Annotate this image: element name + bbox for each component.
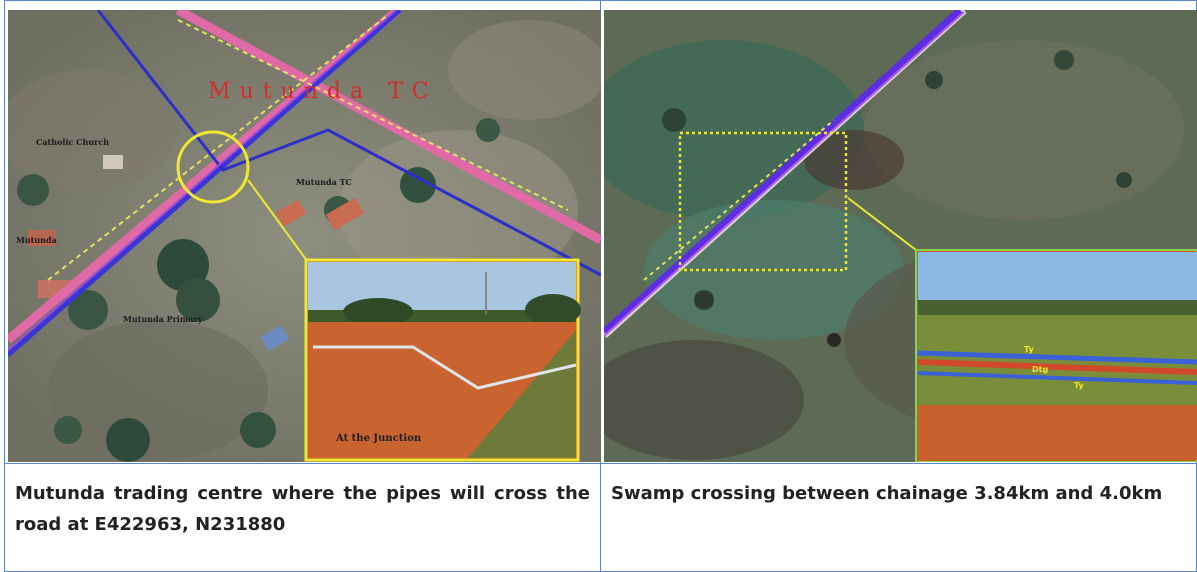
- label-place-bottom: Mutunda Primary: [123, 314, 203, 324]
- label-town: Mutunda TC: [208, 79, 438, 104]
- figure-table: Mutunda TC Catholic Church Mutunda Mutun…: [4, 0, 1197, 572]
- inset-label-top: Ty: [1024, 345, 1035, 354]
- inset-label-bottom: Ty: [1074, 381, 1085, 390]
- aerial-photo-swamp: Ty Dtg Ty: [604, 10, 1197, 462]
- aerial-map-swamp: Ty Dtg Ty: [604, 10, 1197, 462]
- aerial-map-mutunda: Mutunda TC Catholic Church Mutunda Mutun…: [8, 10, 601, 462]
- inset-label-middle: Dtg: [1032, 365, 1048, 374]
- figure-cell-right: Ty Dtg Ty: [600, 0, 1197, 464]
- figure-cell-left: Mutunda TC Catholic Church Mutunda Mutun…: [4, 0, 601, 464]
- inset-photo-swamp: Ty Dtg Ty: [915, 249, 1197, 462]
- aerial-photo-mutunda: Mutunda TC Catholic Church Mutunda Mutun…: [8, 10, 601, 462]
- inset-photo-junction: At the Junction: [304, 258, 581, 462]
- caption-left: Mutunda trading centre where the pipes w…: [4, 463, 601, 572]
- label-place-mid: Mutunda TC: [296, 177, 352, 187]
- inset-label-junction: At the Junction: [335, 433, 422, 444]
- caption-right: Swamp crossing between chainage 3.84km a…: [600, 463, 1197, 572]
- label-place-left: Mutunda: [16, 235, 57, 245]
- label-church: Catholic Church: [36, 137, 109, 147]
